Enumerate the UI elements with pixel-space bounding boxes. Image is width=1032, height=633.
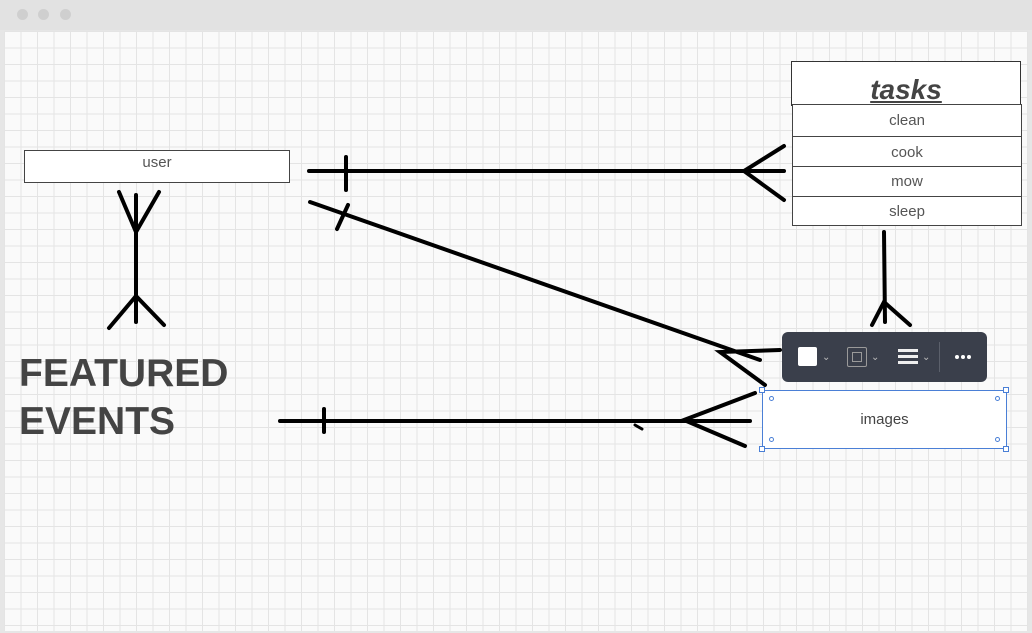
user-images-crowsfoot: [714, 348, 782, 387]
close-window-dot[interactable]: [17, 9, 28, 20]
resize-handle-top-left[interactable]: [759, 387, 765, 393]
featured-events-heading[interactable]: FEATURED EVENTS: [19, 350, 228, 446]
minimize-window-dot[interactable]: [38, 9, 49, 20]
more-options-button[interactable]: [950, 344, 978, 370]
window-titlebar: [0, 0, 1032, 30]
connector-point[interactable]: [995, 396, 1000, 401]
fill-color-button[interactable]: ⌄: [796, 344, 830, 370]
maximize-window-dot[interactable]: [60, 9, 71, 20]
user-images-one-mark: [335, 203, 350, 231]
tasks-row[interactable]: clean: [792, 104, 1022, 137]
chevron-down-icon: ⌄: [871, 352, 880, 363]
user-entity[interactable]: user: [24, 150, 290, 183]
tasks-row[interactable]: mow: [792, 166, 1022, 197]
resize-handle-bottom-left[interactable]: [759, 446, 765, 452]
fill-color-icon: [798, 347, 817, 366]
tasks-entity-title: tasks: [870, 74, 942, 105]
tasks-images-connector: [882, 230, 887, 324]
line-weight-icon: [898, 349, 918, 364]
tasks-entity-header[interactable]: tasks: [791, 61, 1021, 106]
user-events-crowsfoot-top: [117, 190, 161, 237]
more-options-icon: [955, 355, 971, 359]
images-entity[interactable]: images: [762, 390, 1007, 449]
connector-point[interactable]: [769, 437, 774, 442]
featured-events-line2: EVENTS: [19, 400, 176, 443]
connector-point[interactable]: [769, 396, 774, 401]
stray-pen-mark: [633, 423, 644, 431]
line-weight-button[interactable]: ⌄: [896, 344, 932, 370]
featured-events-line1: FEATURED: [19, 352, 229, 395]
events-images-crowsfoot: [678, 391, 757, 448]
resize-handle-bottom-right[interactable]: [1003, 446, 1009, 452]
tasks-row[interactable]: sleep: [792, 196, 1022, 226]
tasks-row[interactable]: cook: [792, 136, 1022, 167]
tasks-row-label: sleep: [889, 203, 925, 220]
user-tasks-crowsfoot: [740, 144, 786, 202]
format-toolbar: ⌄ ⌄ ⌄: [782, 332, 987, 382]
user-images-connector: [308, 200, 762, 362]
border-style-icon: [847, 347, 867, 367]
tasks-row-label: cook: [891, 144, 923, 161]
images-entity-label: images: [860, 411, 909, 428]
tasks-row-label: clean: [889, 112, 925, 129]
chevron-down-icon: ⌄: [922, 352, 931, 363]
user-entity-label: user: [142, 154, 172, 171]
toolbar-divider: [939, 342, 940, 372]
connector-point[interactable]: [995, 437, 1000, 442]
resize-handle-top-right[interactable]: [1003, 387, 1009, 393]
border-style-button[interactable]: ⌄: [846, 344, 882, 370]
tasks-images-crowsfoot: [870, 298, 912, 327]
user-events-crowsfoot-bottom: [107, 293, 166, 330]
tasks-row-label: mow: [891, 173, 923, 190]
chevron-down-icon: ⌄: [822, 352, 831, 363]
